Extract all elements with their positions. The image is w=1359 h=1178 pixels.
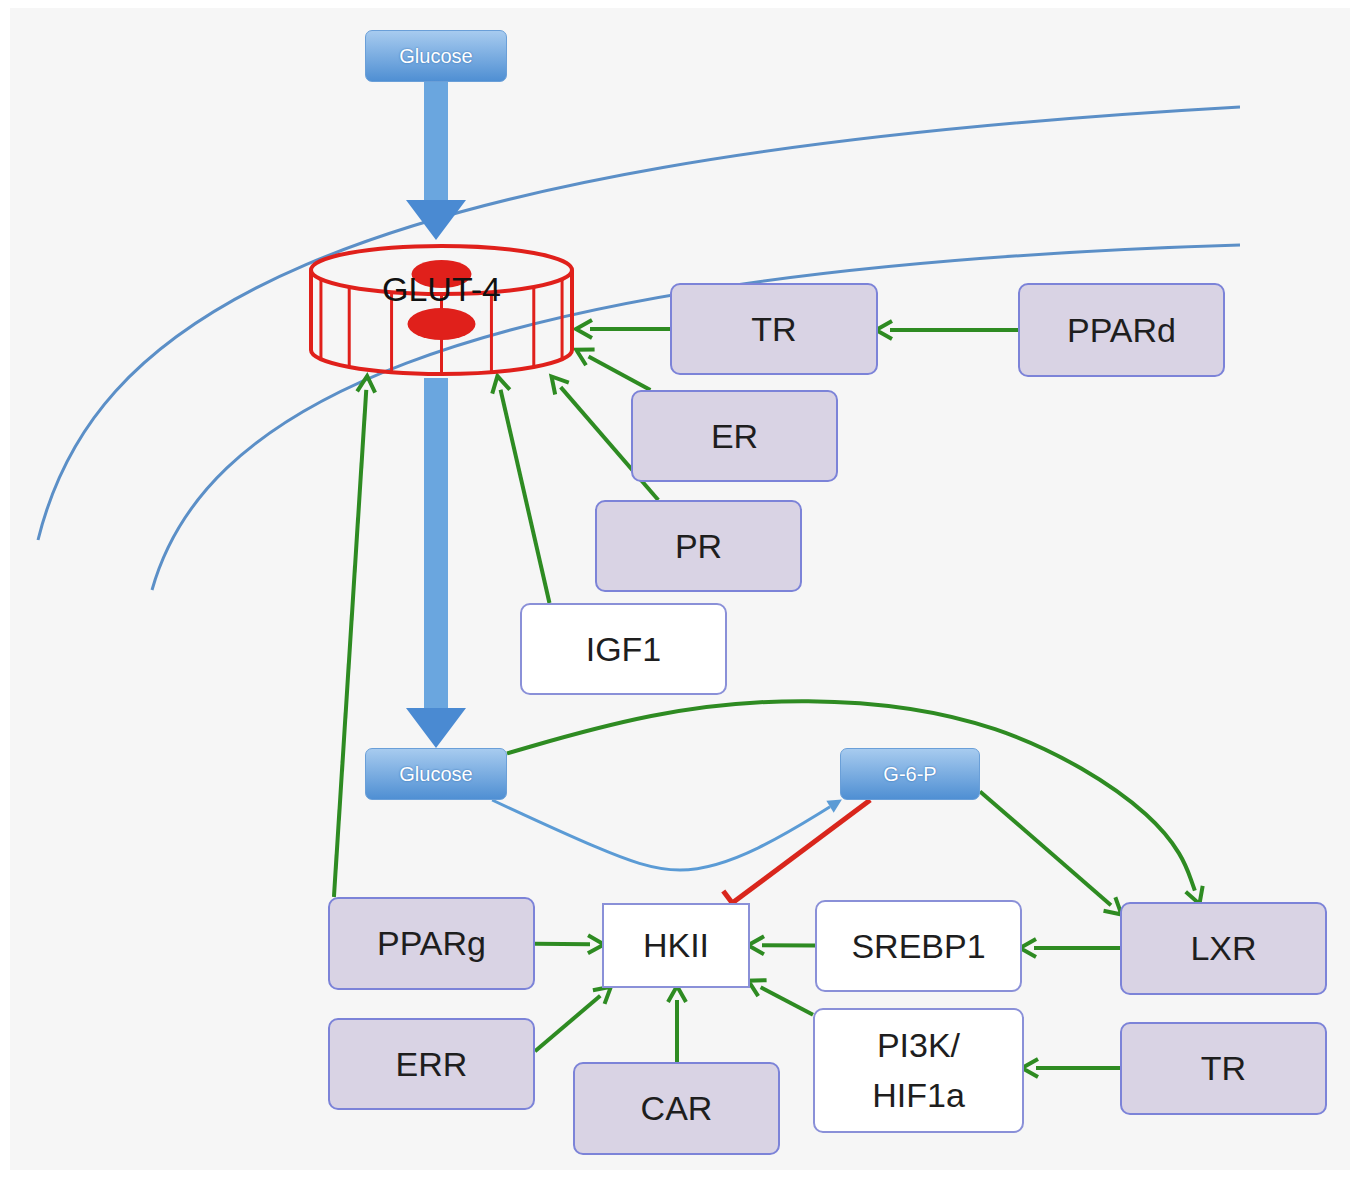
node-label: Glucose: [399, 763, 472, 786]
arrow-connector: [535, 996, 600, 1051]
node-label: Glucose: [399, 45, 472, 68]
node-label: LXR: [1190, 929, 1256, 968]
node-label: IGF1: [586, 630, 662, 669]
receptor-box: ER: [631, 390, 838, 482]
factor-box: SREBP1: [815, 900, 1022, 992]
arrow-connector: [334, 390, 366, 897]
node-label: GLUT-4: [382, 270, 501, 309]
node-label: TR: [751, 310, 796, 349]
receptor-box: TR: [1120, 1022, 1327, 1115]
metabolite-box: G-6-P: [840, 748, 980, 800]
arrow-connector: [1036, 1066, 1120, 1070]
arrow-connector: [590, 327, 670, 331]
arrow-connector: [890, 328, 1018, 332]
glucose-box: Glucose: [365, 748, 507, 800]
receptor-box: PPARd: [1018, 283, 1225, 377]
arrow-connector: [761, 987, 813, 1015]
arrow-connector: [1034, 946, 1120, 950]
glucose-box: Glucose: [365, 30, 507, 82]
inhibition-connector: [732, 800, 870, 903]
node-label: PR: [675, 527, 722, 566]
arrow-connector: [762, 943, 815, 947]
enzyme-box: HKII: [602, 903, 750, 988]
factor-box: IGF1: [520, 603, 727, 695]
arrow-connector: [501, 390, 550, 603]
factor-box: PI3K/ HIF1a: [813, 1008, 1024, 1133]
arrow-connector: [424, 82, 448, 200]
receptor-box: CAR: [573, 1062, 780, 1155]
node-label: PPARg: [377, 924, 486, 963]
node-label: TR: [1201, 1049, 1246, 1088]
node-label: PPARd: [1067, 311, 1176, 350]
node-label: G-6-P: [883, 763, 936, 786]
node-label: HKII: [643, 926, 709, 965]
node-label: CAR: [641, 1089, 713, 1128]
arrow-connector: [507, 701, 1195, 891]
transporter-barrel: GLUT-4: [305, 240, 578, 378]
panel-ground: [10, 8, 1350, 1170]
arrow-connector: [980, 791, 1111, 905]
arrow-connector: [675, 1000, 679, 1062]
arrow-connector: [424, 378, 448, 708]
arrow-connector: [535, 942, 590, 946]
transporter-outline: [305, 240, 578, 378]
arrow-connector: [492, 800, 830, 870]
receptor-box: PPARg: [328, 897, 535, 990]
receptor-box: ERR: [328, 1018, 535, 1110]
node-label: PI3K/ HIF1a: [837, 1021, 1000, 1120]
receptor-box: PR: [595, 500, 802, 592]
node-label: ERR: [396, 1045, 468, 1084]
receptor-box: TR: [670, 283, 878, 375]
node-label: ER: [711, 417, 758, 456]
arrow-connector: [589, 356, 651, 390]
receptor-box: LXR: [1120, 902, 1327, 995]
node-label: SREBP1: [851, 927, 985, 966]
membrane-inner: [152, 245, 1240, 590]
